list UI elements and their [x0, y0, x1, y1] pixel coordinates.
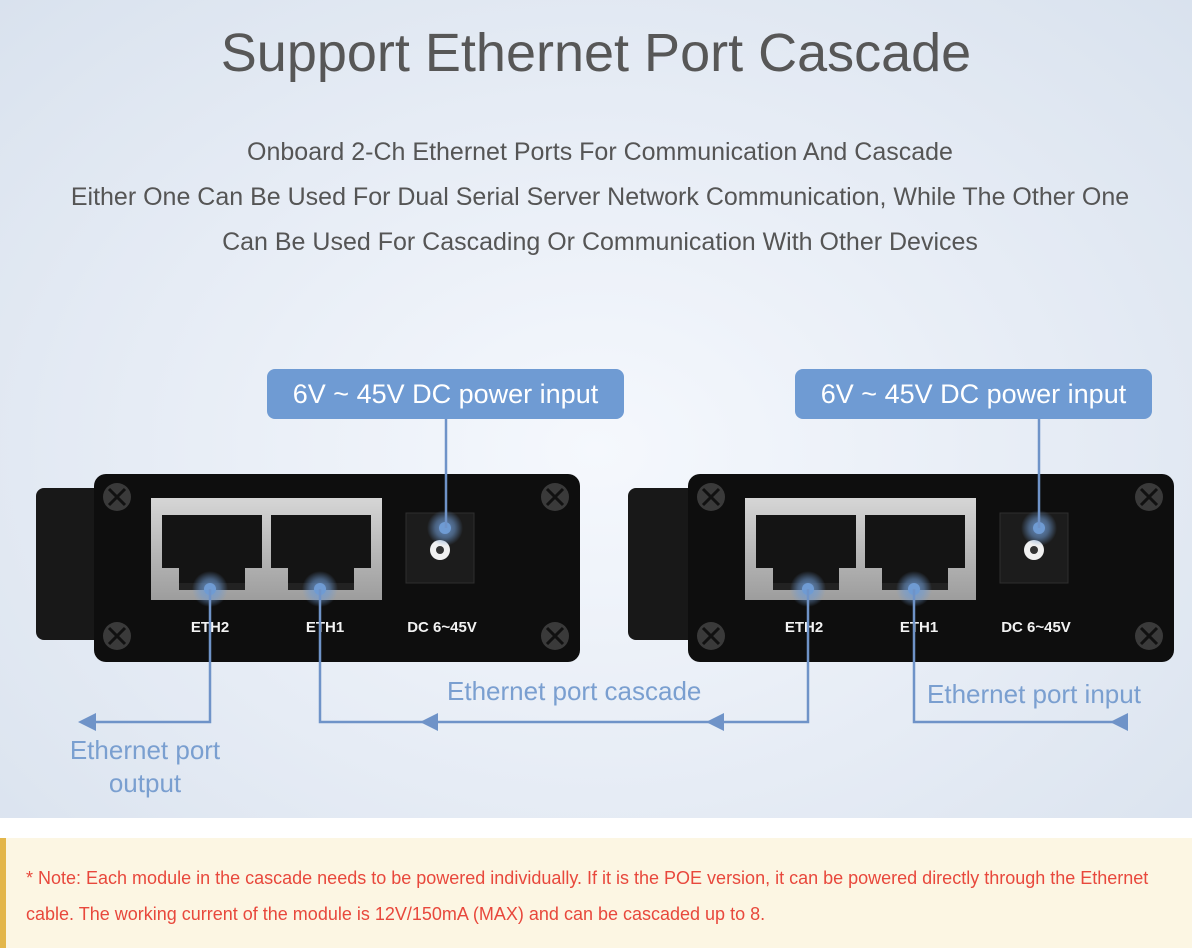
device-1: ETH2 ETH1 DC 6~45V	[36, 474, 580, 662]
port-label-eth1: ETH1	[306, 619, 344, 636]
cascade-line	[318, 589, 810, 724]
subtitle-line-2: Either One Can Be Used For Dual Serial S…	[70, 183, 1130, 211]
screw-icon	[541, 622, 569, 650]
arrow-left-icon	[1110, 713, 1128, 731]
port-label-eth2: ETH2	[785, 619, 823, 636]
note-box: * Note: Each module in the cascade needs…	[0, 838, 1192, 948]
arrow-left-icon	[78, 713, 96, 731]
screw-icon	[697, 622, 725, 650]
screw-icon	[103, 483, 131, 511]
screw-icon	[1135, 622, 1163, 650]
subtitle-line-3: Can Be Used For Cascading Or Communicati…	[222, 228, 978, 256]
label-ethernet-input: Ethernet port input	[927, 679, 1141, 709]
subtitle-line-1: Onboard 2-Ch Ethernet Ports For Communic…	[247, 138, 953, 166]
label-ethernet-output: Ethernet port output	[69, 735, 221, 798]
power-callout-1: 6V ~ 45V DC power input	[267, 369, 624, 419]
label-ethernet-cascade: Ethernet port cascade	[447, 676, 702, 706]
screw-icon	[1135, 483, 1163, 511]
note-text: * Note: Each module in the cascade needs…	[26, 868, 1149, 924]
output-line	[90, 589, 212, 724]
product-banner: Support Ethernet Port Cascade Onboard 2-…	[0, 0, 1192, 818]
arrow-left-icon	[420, 713, 438, 731]
cascade-diagram: ETH2 ETH1 DC 6~45V	[36, 419, 1174, 731]
port-label-eth1: ETH1	[900, 619, 938, 636]
page-title: Support Ethernet Port Cascade	[220, 23, 972, 83]
screw-icon	[103, 622, 131, 650]
input-line	[912, 589, 1127, 724]
power-callout-2: 6V ~ 45V DC power input	[795, 369, 1152, 419]
screw-icon	[541, 483, 569, 511]
screw-icon	[697, 483, 725, 511]
port-label-dc: DC 6~45V	[1001, 619, 1071, 636]
device-2: ETH2 ETH1 DC 6~45V	[628, 474, 1174, 662]
arrow-left-icon	[706, 713, 724, 731]
port-label-dc: DC 6~45V	[407, 619, 477, 636]
